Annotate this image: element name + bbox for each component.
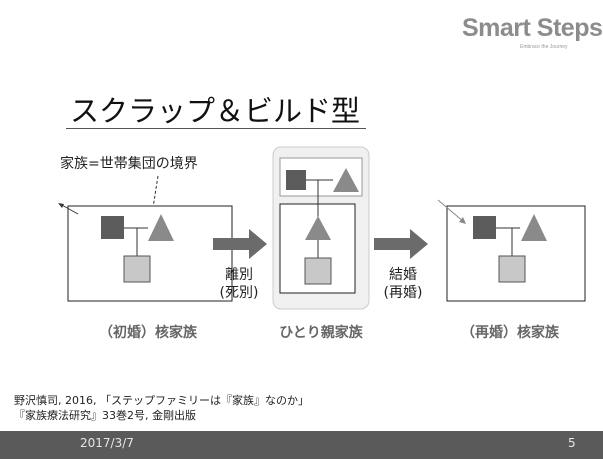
entry-arrowhead-3 bbox=[459, 217, 466, 224]
single-parent-family-panel bbox=[272, 146, 370, 310]
title-underline bbox=[66, 128, 366, 129]
stepfather-square-3 bbox=[473, 216, 496, 239]
page-number: 5 bbox=[568, 436, 576, 450]
citation-line-1: 野沢慎司, 2016, 「ステップファミリーは『家族』なのか」 bbox=[14, 394, 309, 407]
family-diagram: 家族=世帯集団の境界 離別 (死別) 結婚 (再婚) bbox=[58, 146, 586, 341]
separation-sublabel: (死別) bbox=[220, 285, 259, 301]
household-boundary-1 bbox=[67, 205, 233, 302]
logo-brand-text: Smart Steps bbox=[462, 14, 603, 42]
footer-date: 2017/3/7 bbox=[80, 436, 134, 450]
citation: 野沢慎司, 2016, 「ステップファミリーは『家族』なのか」 『家族療法研究』… bbox=[14, 393, 309, 423]
mother-triangle-3 bbox=[521, 214, 547, 241]
mother-triangle-2 bbox=[305, 216, 331, 240]
father-square-2 bbox=[286, 170, 306, 190]
household-boundary-3 bbox=[446, 205, 586, 302]
entry-arrow-3 bbox=[437, 199, 465, 223]
child-square-3 bbox=[498, 255, 526, 283]
escape-arrowhead-1 bbox=[58, 203, 64, 208]
mother-triangle-1 bbox=[148, 214, 174, 241]
separation-arrow bbox=[213, 229, 267, 259]
father-square-1 bbox=[101, 216, 124, 239]
caption-remarried: （再婚）核家族 bbox=[461, 324, 560, 341]
mother-triangle-top bbox=[333, 168, 359, 192]
smart-steps-logo: Smart Steps Embrace the Journey bbox=[462, 14, 603, 54]
child-square-1 bbox=[123, 255, 151, 283]
separation-label: 離別 bbox=[225, 266, 253, 283]
citation-line-2: 『家族療法研究』33巻2号, 金剛出版 bbox=[14, 409, 196, 422]
caption-single-parent: ひとり親家族 bbox=[279, 324, 364, 341]
remarriage-label: 結婚 bbox=[389, 267, 417, 283]
logo-tagline: Embrace the Journey bbox=[520, 44, 568, 50]
remarried-family-panel bbox=[437, 199, 586, 302]
boundary-label: 家族=世帯集団の境界 bbox=[60, 155, 198, 172]
remarriage-arrow bbox=[374, 229, 428, 259]
first-marriage-family-panel bbox=[58, 203, 233, 302]
slide-title: スクラップ＆ビルド型 bbox=[70, 94, 361, 128]
child-square-2 bbox=[304, 257, 332, 285]
caption-first-marriage: （初婚）核家族 bbox=[99, 324, 198, 341]
remarriage-sublabel: (再婚) bbox=[384, 285, 423, 301]
footer-bar bbox=[0, 431, 603, 459]
